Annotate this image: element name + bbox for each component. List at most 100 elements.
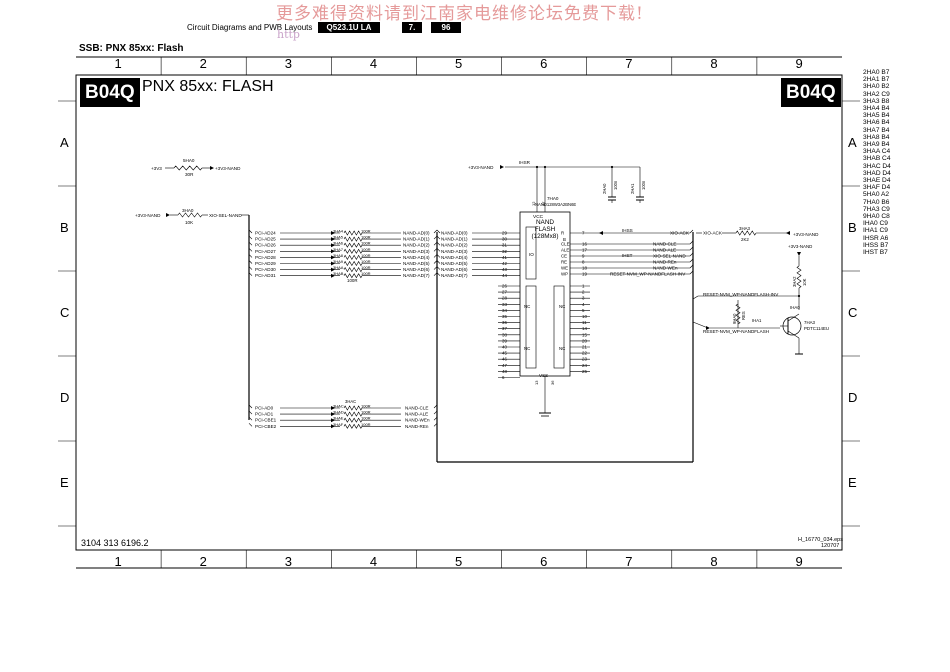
ref-label: 3HAA	[333, 265, 344, 270]
bus-entry	[248, 229, 253, 234]
connector-arrow-icon	[599, 231, 603, 235]
pin-number: 40	[502, 345, 507, 350]
ref-label: 3HA3	[739, 226, 751, 231]
pin-number: 34	[502, 308, 507, 313]
ref-label: 3HA5	[333, 235, 344, 240]
row-label-right: B	[848, 219, 857, 235]
pin-number: 46	[502, 357, 507, 362]
net-label: XIO-SEL-NAND	[209, 213, 242, 218]
net-label-nand-ad: NAND-AD(2)	[403, 243, 430, 248]
watermark: 更多难得资料请到江南家电维修论坛免费下载!	[276, 4, 644, 24]
bus-entry	[436, 266, 441, 270]
pin-number: 23	[582, 357, 587, 362]
junction-dot	[543, 165, 547, 169]
connector-arrow-icon	[331, 255, 335, 260]
signal-cle-label: CLE	[561, 242, 570, 247]
net-label-nand-ad: NAND-AD(2)	[441, 243, 468, 248]
net-label-nand-ad: NAND-AD(4)	[403, 255, 430, 260]
pin-number: 43	[502, 267, 507, 272]
bus-entry	[433, 248, 438, 252]
col-label-bottom: 8	[710, 554, 718, 569]
pin-number: 27	[502, 290, 507, 295]
connector-arrow-icon	[331, 273, 335, 278]
resistor	[343, 260, 363, 267]
net-label-nand-ad: NAND-AD(7)	[441, 273, 468, 278]
net-label-pci-ad: PCI-AD25	[255, 237, 276, 242]
pin-number: 36	[550, 380, 555, 385]
row-label-right: A	[848, 134, 857, 150]
ref-label: 3HA7	[333, 247, 344, 252]
row-label-left: C	[60, 304, 70, 320]
bus-entry	[436, 254, 441, 258]
bus-entry	[433, 235, 438, 240]
net-label-nand-ad: NAND-AD(3)	[441, 249, 468, 254]
col-label-bottom: 6	[540, 554, 548, 569]
resistor	[343, 417, 363, 423]
net-label: RESET-NVM_WP-NANDFLASH-INV	[610, 272, 686, 277]
section-box: 7.	[402, 22, 422, 33]
value-label: RES	[741, 311, 746, 320]
value-label: 100R	[361, 253, 371, 258]
bus-entry	[436, 272, 441, 276]
junction-dot	[535, 165, 539, 169]
pin-number: 29	[502, 231, 507, 236]
wire	[692, 321, 709, 329]
net-label: NAND-ALE	[653, 248, 676, 253]
pin-number: 18	[582, 266, 587, 271]
net-label-nand-ad: NAND-AD(6)	[403, 267, 430, 272]
bus-entry	[433, 272, 438, 276]
col-label-top: 2	[199, 56, 207, 71]
net-label-pci-ad: PCI-AD29	[255, 261, 276, 266]
document-number: 3104 313 6196.2	[81, 538, 149, 548]
col-label-top: 8	[710, 56, 718, 71]
arrow-icon	[500, 165, 504, 169]
net-label-nand-ctl: NAND-CLE	[405, 406, 428, 411]
row-label-right: D	[848, 389, 858, 405]
date-reference: 120707	[821, 543, 840, 549]
value-label: 100R	[361, 229, 371, 234]
net-label: NAND-WEn	[653, 266, 678, 271]
ref-label: 3HA6	[333, 241, 344, 246]
col-label-bottom: 1	[114, 554, 122, 569]
pin-number: 32	[502, 249, 507, 254]
pin-number: 8	[582, 260, 585, 265]
nc-group-right-box	[553, 285, 565, 369]
part-label: PDTC114EU	[804, 326, 829, 331]
part-label: NAND128W3A2BN6E	[535, 202, 576, 207]
bus-entry	[433, 254, 438, 258]
value-label: 100R	[361, 247, 371, 252]
test-point-label: IHA1	[752, 318, 762, 323]
net-label-pci-ad: PCI-AD27	[255, 249, 276, 254]
power-net-label: +3V3-NAND	[788, 244, 812, 249]
nand-flash-chip	[519, 211, 571, 377]
resistor	[343, 248, 363, 254]
ssb-title: SSB: PNX 85xx: Flash	[79, 43, 184, 54]
ref-label: 2HA0	[602, 183, 607, 194]
pin-number: 14	[582, 326, 587, 331]
wire	[787, 330, 800, 339]
net-label-pci-ad: PCI-AD26	[255, 243, 276, 248]
bus-entry	[689, 252, 694, 257]
net-label-nand-ctl: NAND-ALE	[405, 412, 428, 417]
pin-number: 38	[502, 332, 507, 337]
resistor	[343, 254, 363, 261]
net-label-pci-ad: PCI-AD24	[255, 231, 276, 236]
bus-entry	[436, 241, 441, 246]
pin-number: 21	[582, 345, 587, 350]
bus-entry	[436, 229, 441, 234]
net-label-pci-ctl: PCI-CBE1	[255, 418, 277, 423]
net-label-nand-ad: NAND-AD(1)	[403, 237, 430, 242]
net-label-pci-ad: PCI-AD31	[255, 273, 276, 278]
ref-label: 3HAE	[333, 416, 344, 421]
net-label-nand-ad: NAND-AD(5)	[403, 261, 430, 266]
net-label: NAND-REn	[653, 260, 677, 265]
pin-number: 1	[582, 284, 585, 289]
value-label: 100R	[361, 422, 371, 427]
value-label: 100n	[613, 180, 618, 190]
chip-name-label: FLASH	[535, 226, 556, 233]
pin-number: 20	[582, 338, 587, 343]
ref-label: 5HA0	[183, 158, 195, 163]
ref-label: 3HAF	[333, 422, 344, 427]
resistor	[343, 411, 363, 417]
